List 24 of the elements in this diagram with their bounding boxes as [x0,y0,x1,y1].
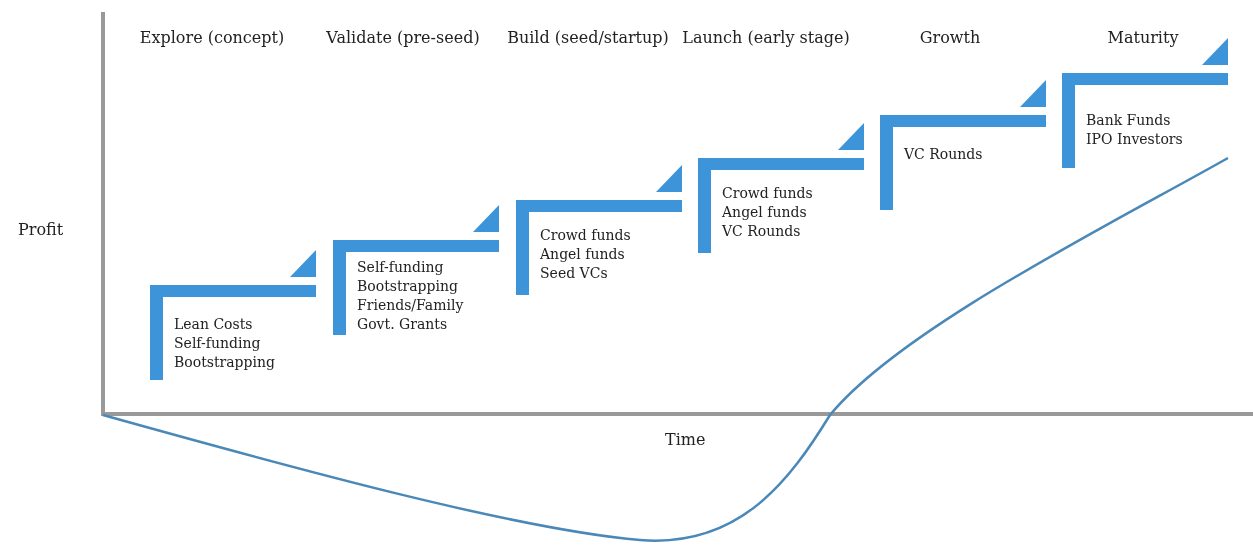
funding-source: Seed VCs [540,264,609,283]
funding-source: Friends/Family [357,296,464,315]
stage-heading: Validate (pre-seed) [325,27,481,49]
stage-heading: Build (seed/startup) [506,27,670,49]
funding-source: Bootstrapping [174,353,275,372]
funding-source: Lean Costs [174,315,254,334]
funding-source: Angel funds [722,203,808,222]
stage-heading: Maturity [1106,27,1180,49]
funding-source: IPO Investors [1086,130,1183,149]
axis-title: Profit [18,220,64,239]
stage-heading: Launch (early stage) [681,27,851,49]
funding-source: Bootstrapping [357,277,459,296]
funding-source: Angel funds [540,245,626,264]
funding-source: Crowd funds [722,184,813,203]
funding-source: Self-funding [174,334,262,353]
funding-source: Self-funding [357,258,445,277]
funding-source: Govt. Grants [357,315,449,334]
funding-source: Bank Funds [1086,111,1172,130]
stage-heading: Growth [918,27,982,49]
stage-heading: Explore (concept) [138,27,286,49]
funding-source: VC Rounds [904,145,983,164]
funding-source: Crowd funds [540,226,631,245]
axis-title: Time [665,430,706,449]
funding-source: VC Rounds [722,222,802,241]
